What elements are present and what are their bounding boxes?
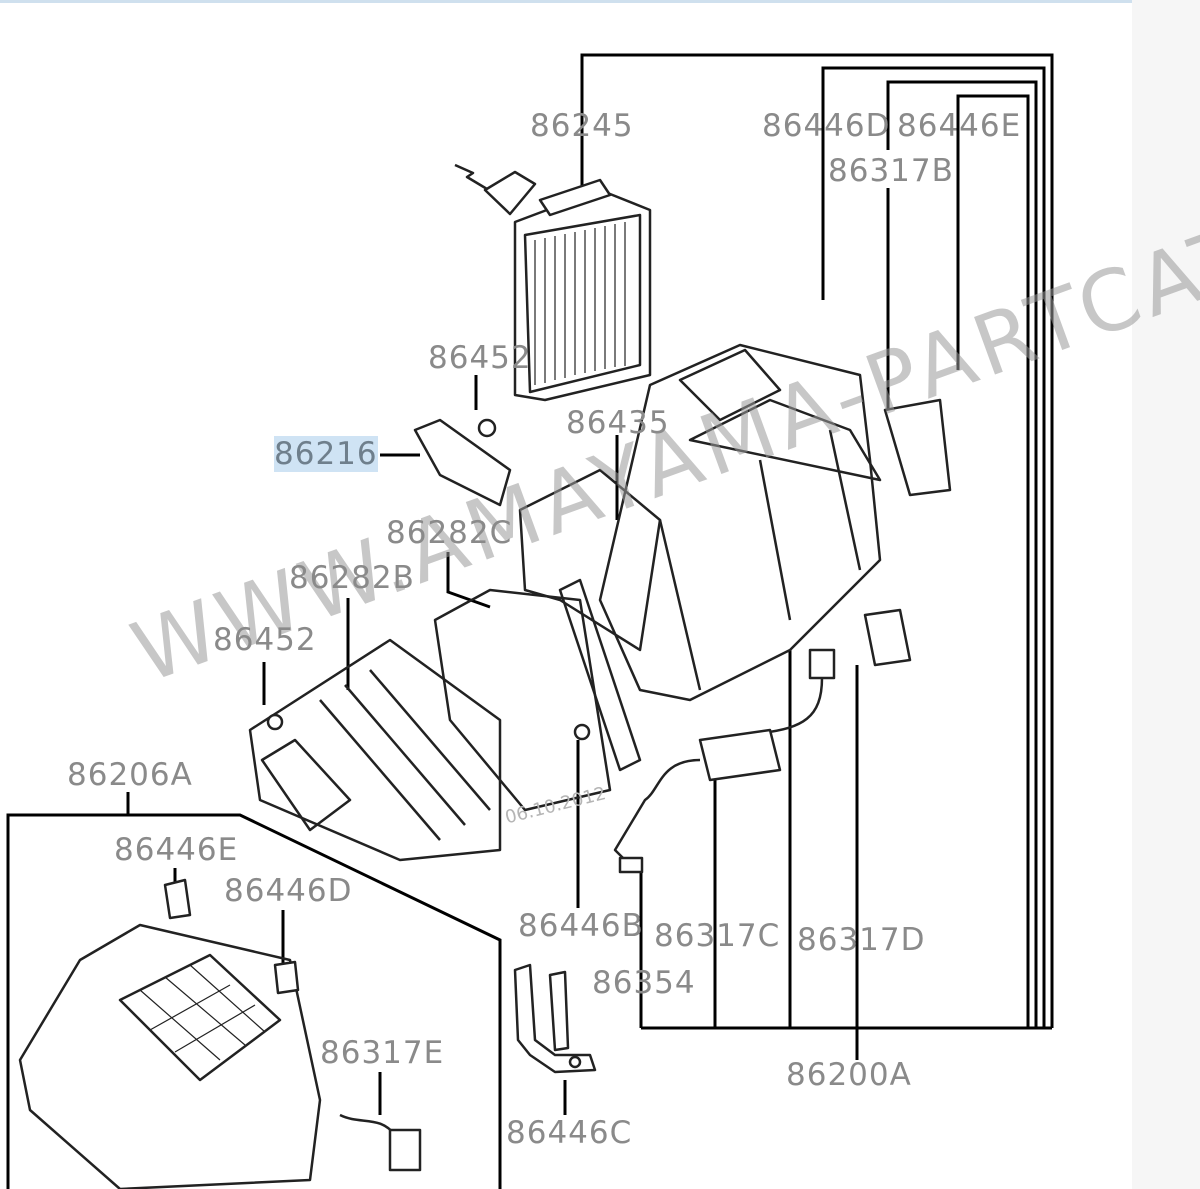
part-label-86446e[interactable]: 86446E [114, 832, 239, 868]
blower-drawing [18, 878, 422, 1189]
part-label-86317c[interactable]: 86317C [654, 918, 781, 954]
part-label-86446c[interactable]: 86446C [506, 1115, 633, 1151]
part-label-86435[interactable]: 86435 [566, 405, 670, 441]
part-label-86216-selected[interactable]: 86216 [274, 436, 378, 472]
part-label-86317e[interactable]: 86317E [320, 1035, 445, 1071]
leader-lines [6, 53, 1054, 1189]
part-label-86452[interactable]: 86452 [428, 340, 532, 376]
part-label-86354[interactable]: 86354 [592, 965, 696, 1001]
part-label-86282c[interactable]: 86282C [386, 515, 513, 551]
part-label-86446e[interactable]: 86446E [897, 108, 1022, 144]
part-label-86446d[interactable]: 86446D [762, 108, 891, 144]
heater-core-drawing [454, 163, 652, 402]
part-label-86446b[interactable]: 86446B [518, 908, 644, 944]
part-label-86446d[interactable]: 86446D [224, 873, 353, 909]
part-label-86245[interactable]: 86245 [530, 108, 634, 144]
part-label-86200a[interactable]: 86200A [786, 1057, 912, 1093]
top-rule [0, 0, 1132, 3]
part-label-86452[interactable]: 86452 [213, 622, 317, 658]
part-label-86282b[interactable]: 86282B [289, 560, 415, 596]
heater-case-drawing [518, 343, 952, 874]
right-margin-pane [1132, 0, 1200, 1189]
part-label-86317d[interactable]: 86317D [797, 922, 926, 958]
bracket-86446c-drawing [513, 963, 597, 1074]
part-label-86317b[interactable]: 86317B [828, 153, 954, 189]
duct-drawing [248, 418, 642, 862]
part-label-86206a[interactable]: 86206A [67, 757, 193, 793]
